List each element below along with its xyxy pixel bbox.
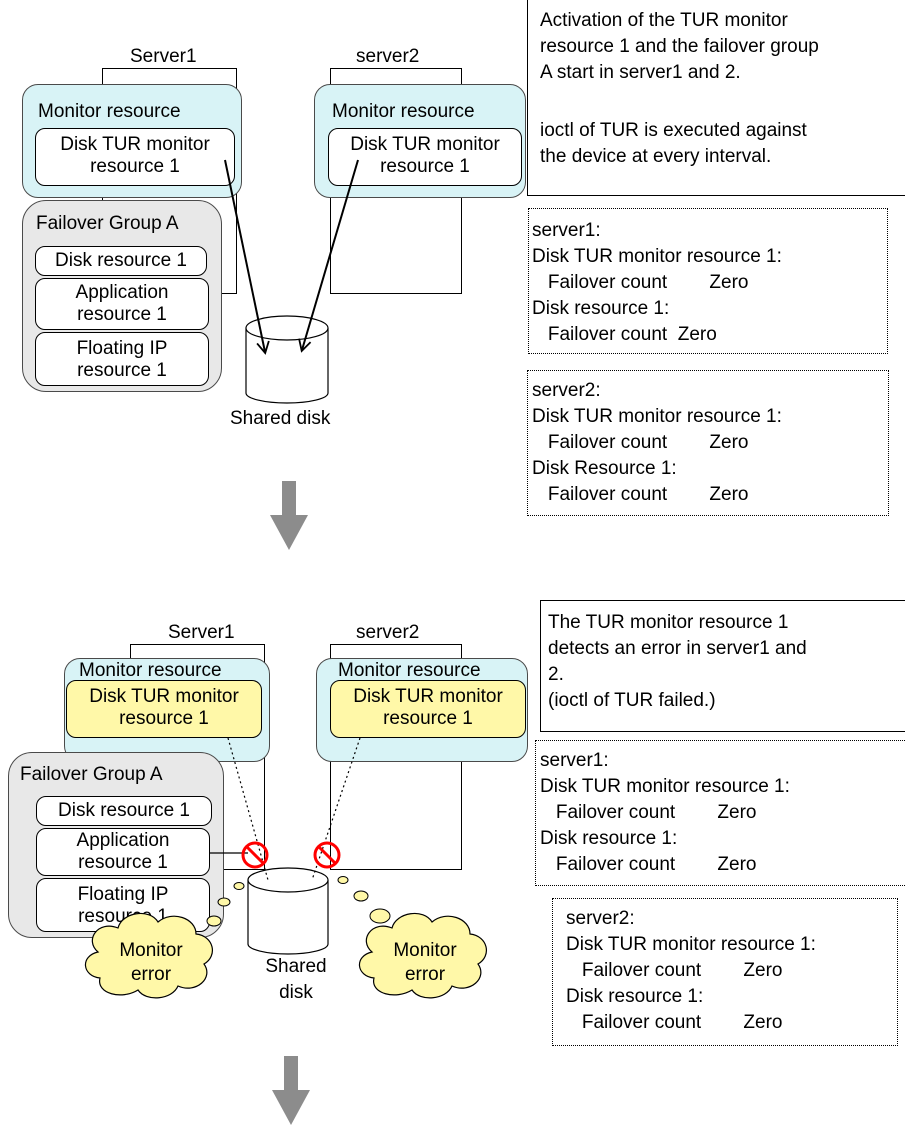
server1-disk-tur-monitor: Disk TUR monitor resource 1 — [35, 128, 235, 186]
application-resource-1: Application resource 1 — [36, 828, 210, 876]
s2-status2-line2: Failover count Zero — [566, 960, 783, 981]
s2-status1-line1: Disk TUR monitor resource 1: — [540, 776, 790, 797]
stage2-desc-line-1: detects an error in server1 and — [548, 638, 807, 659]
disk-tur-line2: resource 1 — [90, 156, 180, 177]
down-arrow-icon — [272, 1056, 310, 1125]
s2-status1-line3: Disk resource 1: — [540, 828, 678, 849]
disk-tur-line1: Disk TUR monitor — [350, 134, 500, 155]
stage1-desc-line-5: the device at every interval. — [540, 146, 772, 167]
stage2-desc-line-2: 2. — [548, 664, 564, 685]
s2-status2-line4: Failover count Zero — [566, 1012, 783, 1033]
s1-status1-line2: Failover count Zero — [532, 272, 749, 293]
floating-ip-resource-1: Floating IP resource 1 — [35, 332, 209, 386]
disk-tur-line2: resource 1 — [380, 156, 470, 177]
server1-monitor-label: Monitor resource — [79, 660, 222, 681]
disk-tur-line1: Disk TUR monitor — [89, 686, 239, 707]
server2-label: server2 — [356, 622, 420, 643]
server2-disk-tur-monitor-error: Disk TUR monitor resource 1 — [330, 680, 526, 738]
s2-status1-line0: server1: — [540, 750, 609, 771]
s2-status2-line0: server2: — [566, 908, 635, 929]
cloud-line2: error — [130, 964, 172, 985]
stage1-desc-line-1: resource 1 and the failover group — [540, 36, 819, 57]
s1-status1-line3: Disk resource 1: — [532, 298, 670, 319]
server2-label: server2 — [356, 46, 420, 67]
server1-label: Server1 — [130, 46, 197, 67]
s2-status2-line1: Disk TUR monitor resource 1: — [566, 934, 816, 955]
s2-status2-line3: Disk resource 1: — [566, 986, 704, 1007]
s1-status2-line4: Failover count Zero — [532, 484, 749, 505]
left-cloud-text: Monitor error — [108, 939, 194, 987]
stage1-description-box — [527, 0, 905, 196]
shared-disk-label: Shared disk — [256, 956, 336, 1004]
shared-disk-icon — [247, 867, 329, 955]
server1-monitor-label: Monitor resource — [38, 101, 181, 122]
cloud-line1: Monitor — [119, 940, 183, 961]
stage2-status-server1 — [535, 740, 905, 886]
shared-disk-line1: Shared — [265, 956, 327, 977]
fip-line2: resource 1 — [78, 906, 168, 927]
shared-disk-line2: disk — [279, 982, 313, 1003]
s1-status1-line0: server1: — [532, 220, 601, 241]
s1-status1-line1: Disk TUR monitor resource 1: — [532, 246, 782, 267]
server2-monitor-label: Monitor resource — [332, 101, 475, 122]
server1-label: Server1 — [168, 622, 235, 643]
s1-status2-line1: Disk TUR monitor resource 1: — [532, 406, 782, 427]
cloud-line1: Monitor — [393, 940, 457, 961]
failover-group-label: Failover Group A — [36, 213, 179, 234]
floating-ip-resource-1: Floating IP resource 1 — [36, 878, 210, 932]
stage1-status-server1 — [528, 208, 888, 354]
fip-line2: resource 1 — [77, 360, 167, 381]
app-line2: resource 1 — [78, 852, 168, 873]
s1-status2-line3: Disk Resource 1: — [532, 458, 677, 479]
fip-line1: Floating IP — [76, 338, 168, 359]
failover-group-label: Failover Group A — [20, 764, 163, 785]
fip-line1: Floating IP — [77, 884, 169, 905]
thought-bubble-dots — [337, 876, 391, 924]
app-line2: resource 1 — [77, 304, 167, 325]
s2-status1-line2: Failover count Zero — [540, 802, 757, 823]
server2-monitor-label: Monitor resource — [338, 660, 481, 681]
application-resource-1: Application resource 1 — [35, 278, 209, 330]
stage2-desc-line-0: The TUR monitor resource 1 — [548, 612, 789, 633]
disk-tur-line1: Disk TUR monitor — [60, 134, 210, 155]
stage2-status-server2 — [552, 898, 898, 1046]
app-line1: Application — [76, 830, 170, 851]
stage1-desc-line-0: Activation of the TUR monitor — [540, 10, 788, 31]
disk-tur-line2: resource 1 — [119, 708, 209, 729]
s1-status1-line4: Failover count Zero — [532, 324, 717, 345]
down-arrow-icon — [270, 481, 308, 550]
disk-tur-line1: Disk TUR monitor — [353, 686, 503, 707]
cloud-line2: error — [404, 964, 446, 985]
server2-disk-tur-monitor: Disk TUR monitor resource 1 — [328, 128, 522, 186]
s1-status2-line2: Failover count Zero — [532, 432, 749, 453]
shared-disk-label: Shared disk — [230, 408, 331, 429]
s2-status1-line4: Failover count Zero — [540, 854, 757, 875]
s1-status2-line0: server2: — [532, 380, 601, 401]
app-line1: Application — [75, 282, 169, 303]
disk-tur-line2: resource 1 — [383, 708, 473, 729]
server1-disk-tur-monitor-error: Disk TUR monitor resource 1 — [66, 680, 262, 738]
stage1-desc-line-4: ioctl of TUR is executed against — [540, 120, 807, 141]
stage1-desc-line-2: A start in server1 and 2. — [540, 62, 741, 83]
stage2-desc-line-3: (ioctl of TUR failed.) — [548, 690, 716, 711]
right-cloud-text: Monitor error — [382, 939, 468, 987]
disk-resource-1: Disk resource 1 — [35, 246, 207, 276]
disk-resource-1: Disk resource 1 — [36, 796, 212, 826]
stage2-description-box — [540, 600, 905, 732]
shared-disk-icon — [245, 315, 329, 404]
stage1-status-server2 — [527, 370, 889, 516]
